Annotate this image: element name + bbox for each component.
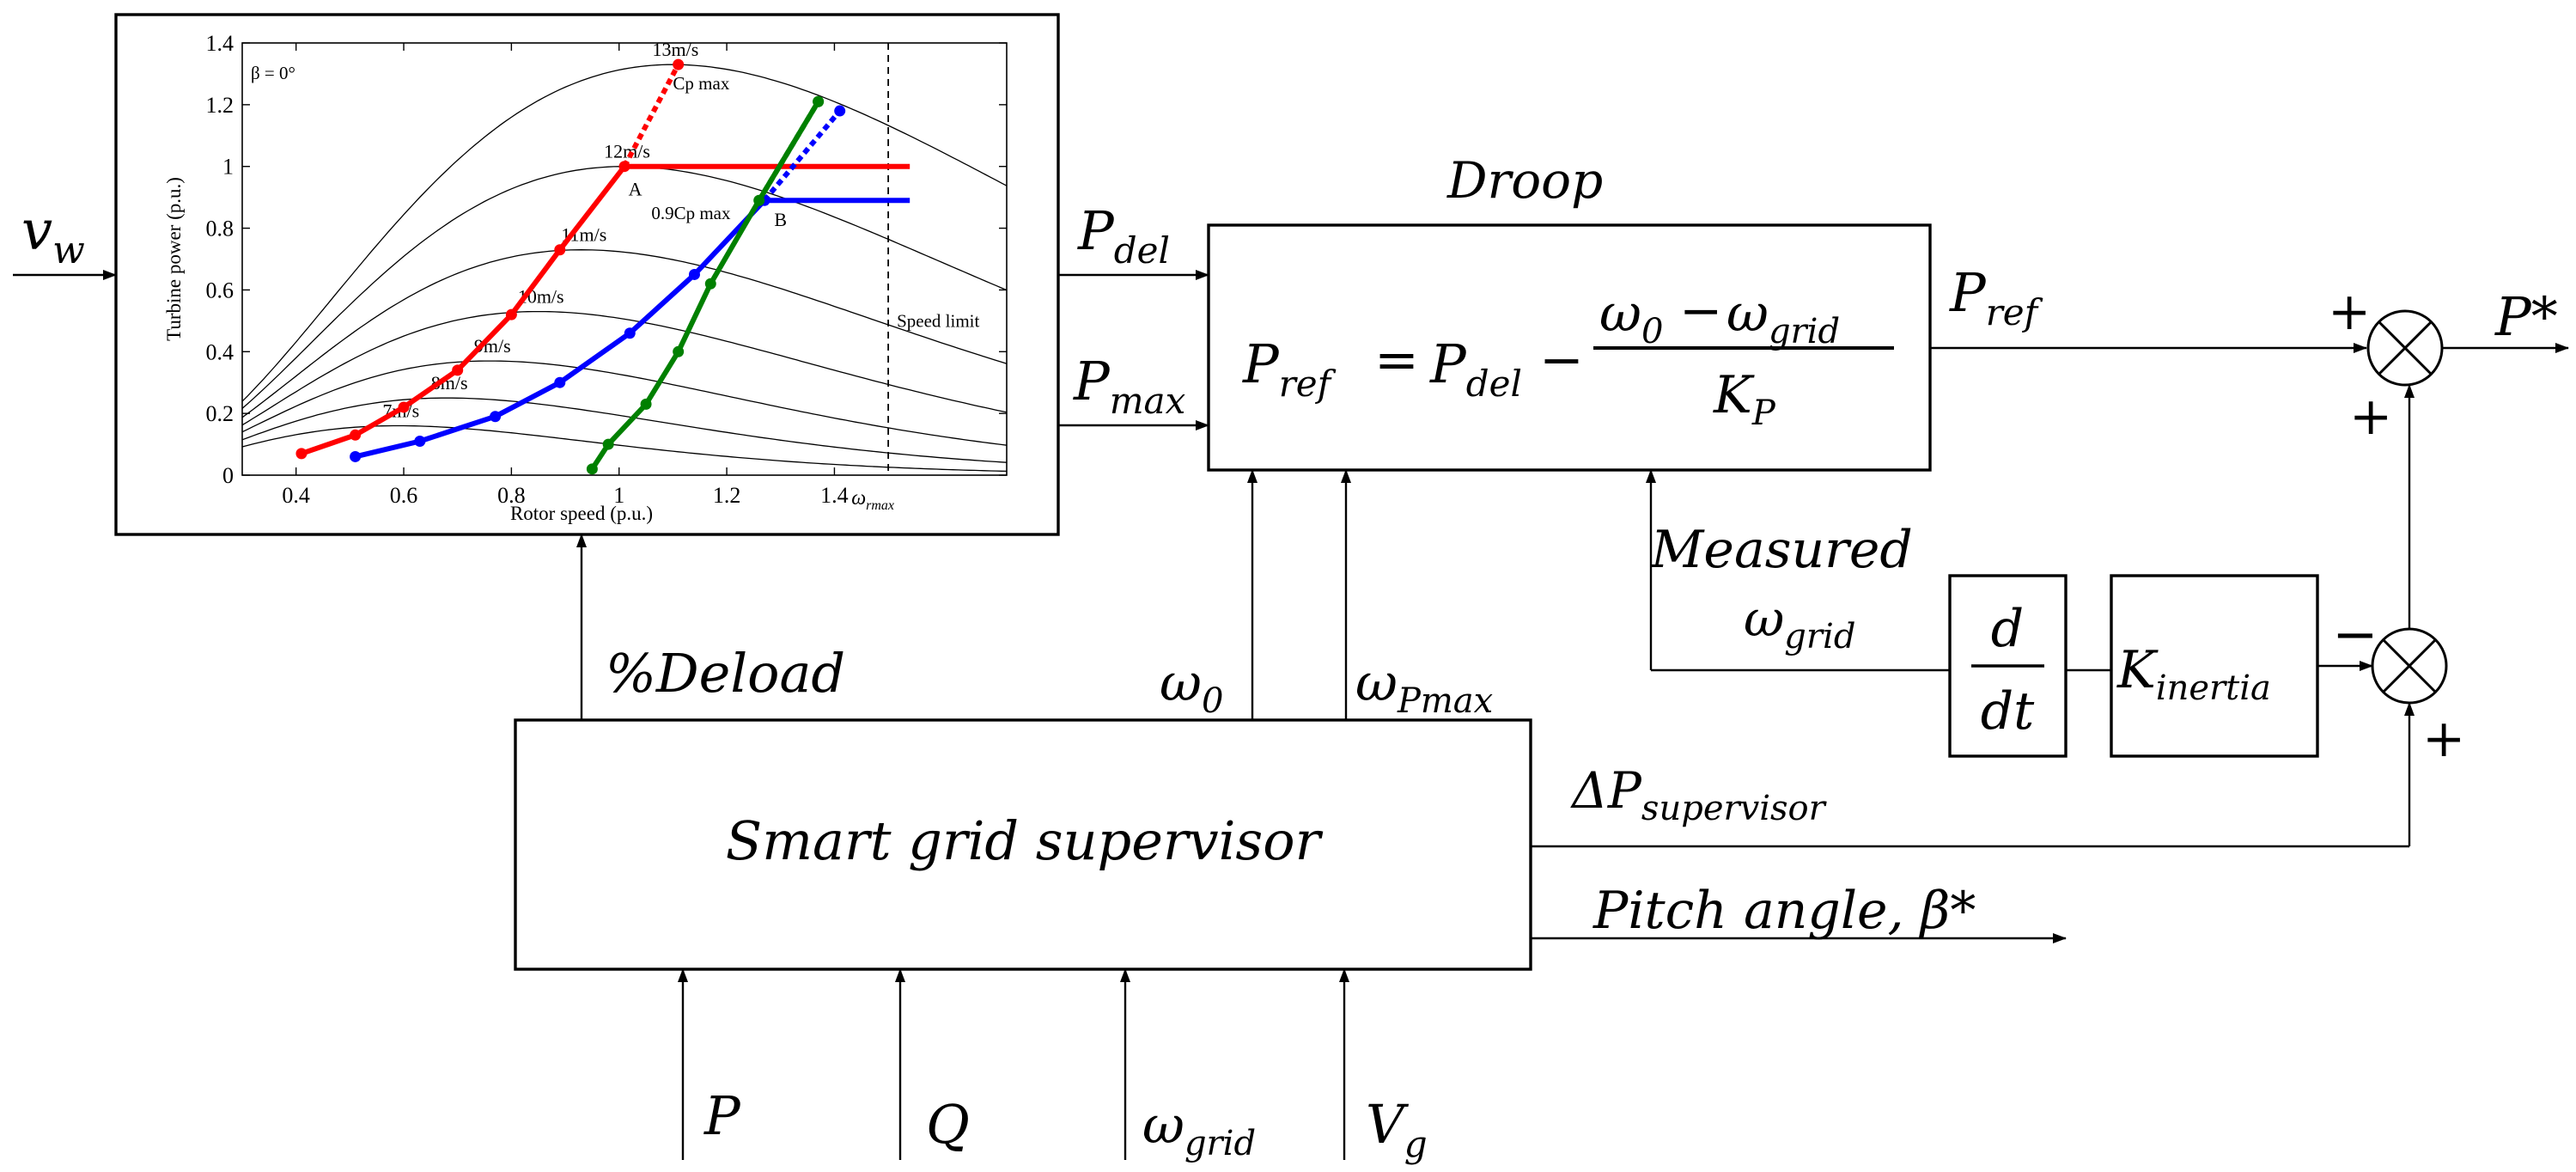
speed-limit-label: Speed limit [897, 311, 979, 332]
wind-curve-label: 13m/s [653, 39, 699, 60]
svg-text:−: − [1539, 328, 1584, 391]
y-axis-label: Turbine power (p.u.) [163, 177, 185, 341]
p-del-label: Pdel [1077, 199, 1170, 272]
y-tick-label: 0.6 [206, 278, 234, 302]
x-tick-label: 0.8 [497, 483, 526, 508]
derivative-den: dt [1981, 681, 2035, 742]
series-point [350, 429, 362, 441]
wgrid-input-label: ωgrid [1142, 1096, 1256, 1163]
power-speed-chart: 0.4 0.6 0.8 1 1.2 1.4 0 0.2 0.4 0.6 0.8 1 1.2 1.4Roto… [163, 31, 1008, 524]
sum1-plus-top: + [2328, 282, 2371, 342]
deload-label: %Deload [606, 642, 845, 705]
series-point [452, 364, 464, 376]
svg-text:KP: KP [1713, 365, 1776, 433]
svg-text:=: = [1374, 328, 1419, 391]
sum2-minus: − [2332, 603, 2378, 667]
series-point [673, 345, 685, 357]
supervisor-block [514, 718, 1532, 971]
omega-rmax-label: ωrmax [851, 487, 894, 513]
wind-curve [241, 310, 1008, 426]
y-tick-label: 1 [222, 155, 234, 180]
series-point-end [834, 105, 846, 117]
x-tick-label: 1 [613, 483, 624, 508]
beta-label: β = 0° [251, 63, 295, 83]
point-label: B [774, 209, 787, 230]
series-point [490, 411, 502, 423]
series-point-end [673, 58, 685, 70]
series-point [640, 398, 652, 410]
svg-text:−: − [1679, 281, 1722, 341]
omega-grid-label: ωgrid [1744, 589, 1855, 656]
series-dashed-line [762, 109, 842, 203]
wind-curve [241, 397, 1008, 463]
omega-pmax-label: ωPmax [1355, 653, 1493, 721]
series-point [602, 438, 614, 450]
sum2-plus-bottom: + [2422, 709, 2465, 769]
chart-axes-frame [241, 42, 1008, 476]
series-point [398, 401, 410, 413]
p-max-label: Pmax [1073, 350, 1186, 422]
series-point [624, 327, 636, 339]
svg-text:Pdel: Pdel [1429, 333, 1522, 405]
series-dashed-line [622, 63, 681, 168]
series-point [753, 194, 765, 206]
p-ref-label: Pref [1949, 261, 2043, 333]
measured-label: Measured [1650, 520, 1913, 580]
series-point [350, 450, 362, 462]
series-point [414, 435, 426, 447]
y-tick-label: 0.4 [206, 339, 234, 364]
svg-text:Pref: Pref [1242, 333, 1337, 405]
series-point [618, 161, 630, 173]
series-line [300, 163, 910, 456]
series-point-end [813, 95, 825, 107]
vg-input-label: Vg [1366, 1093, 1428, 1165]
wind-curve-label: 12m/s [604, 141, 650, 162]
droop-title: Droop [1446, 151, 1603, 210]
svg-text:ωgrid: ωgrid [1726, 284, 1840, 351]
series-dashed-line [757, 100, 821, 202]
series-point [505, 308, 517, 320]
summing-junction-inertia [2371, 627, 2448, 705]
series-point [688, 268, 700, 280]
series-label-cpmax: Cp max [673, 73, 729, 94]
y-tick-label: 0.8 [206, 217, 234, 241]
summing-junction-output [2366, 309, 2444, 387]
k-inertia-block [2110, 574, 2319, 758]
p-input-label: P [703, 1084, 741, 1147]
x-tick-label: 1.4 [820, 483, 849, 508]
y-tick-label: 0.2 [206, 401, 234, 426]
series-point [554, 244, 566, 256]
chart-box [114, 13, 1060, 536]
derivative-num: d [1991, 599, 2024, 659]
svg-text:ω0: ω0 [1599, 284, 1663, 351]
supervisor-label: Smart grid supervisor [726, 809, 1324, 872]
point-label: A [629, 178, 642, 199]
q-input-label: Q [926, 1093, 970, 1156]
droop-equation: Pref = Pdel − ω0 − ωgrid KP [1242, 281, 1894, 433]
wind-curve [241, 249, 1008, 418]
wind-curve [241, 64, 1008, 402]
x-tick-label: 0.4 [282, 483, 310, 508]
series-point [295, 448, 308, 460]
x-axis-label: Rotor speed (p.u.) [510, 503, 653, 524]
p-star-label: P* [2494, 285, 2558, 348]
y-tick-label: 0 [222, 463, 234, 488]
k-inertia-label: Kinertia [2116, 640, 2271, 708]
sum1-plus-bottom: + [2349, 387, 2392, 447]
delta-p-label: ΔPsupervisor [1570, 761, 1828, 828]
wind-speed-label: vw [21, 199, 85, 272]
wind-curve [241, 360, 1008, 446]
series-point [704, 278, 716, 290]
x-tick-label: 1.2 [713, 483, 741, 508]
y-tick-label: 1.2 [206, 93, 234, 118]
series-point [586, 463, 598, 475]
x-tick-label: 0.6 [390, 483, 418, 508]
omega0-label: ω0 [1160, 653, 1223, 721]
y-tick-label: 1.4 [206, 31, 234, 56]
pitch-label: Pitch angle, β* [1592, 881, 1976, 941]
series-label-09cpmax: 0.9Cp max [651, 203, 731, 223]
series-point [554, 376, 566, 388]
